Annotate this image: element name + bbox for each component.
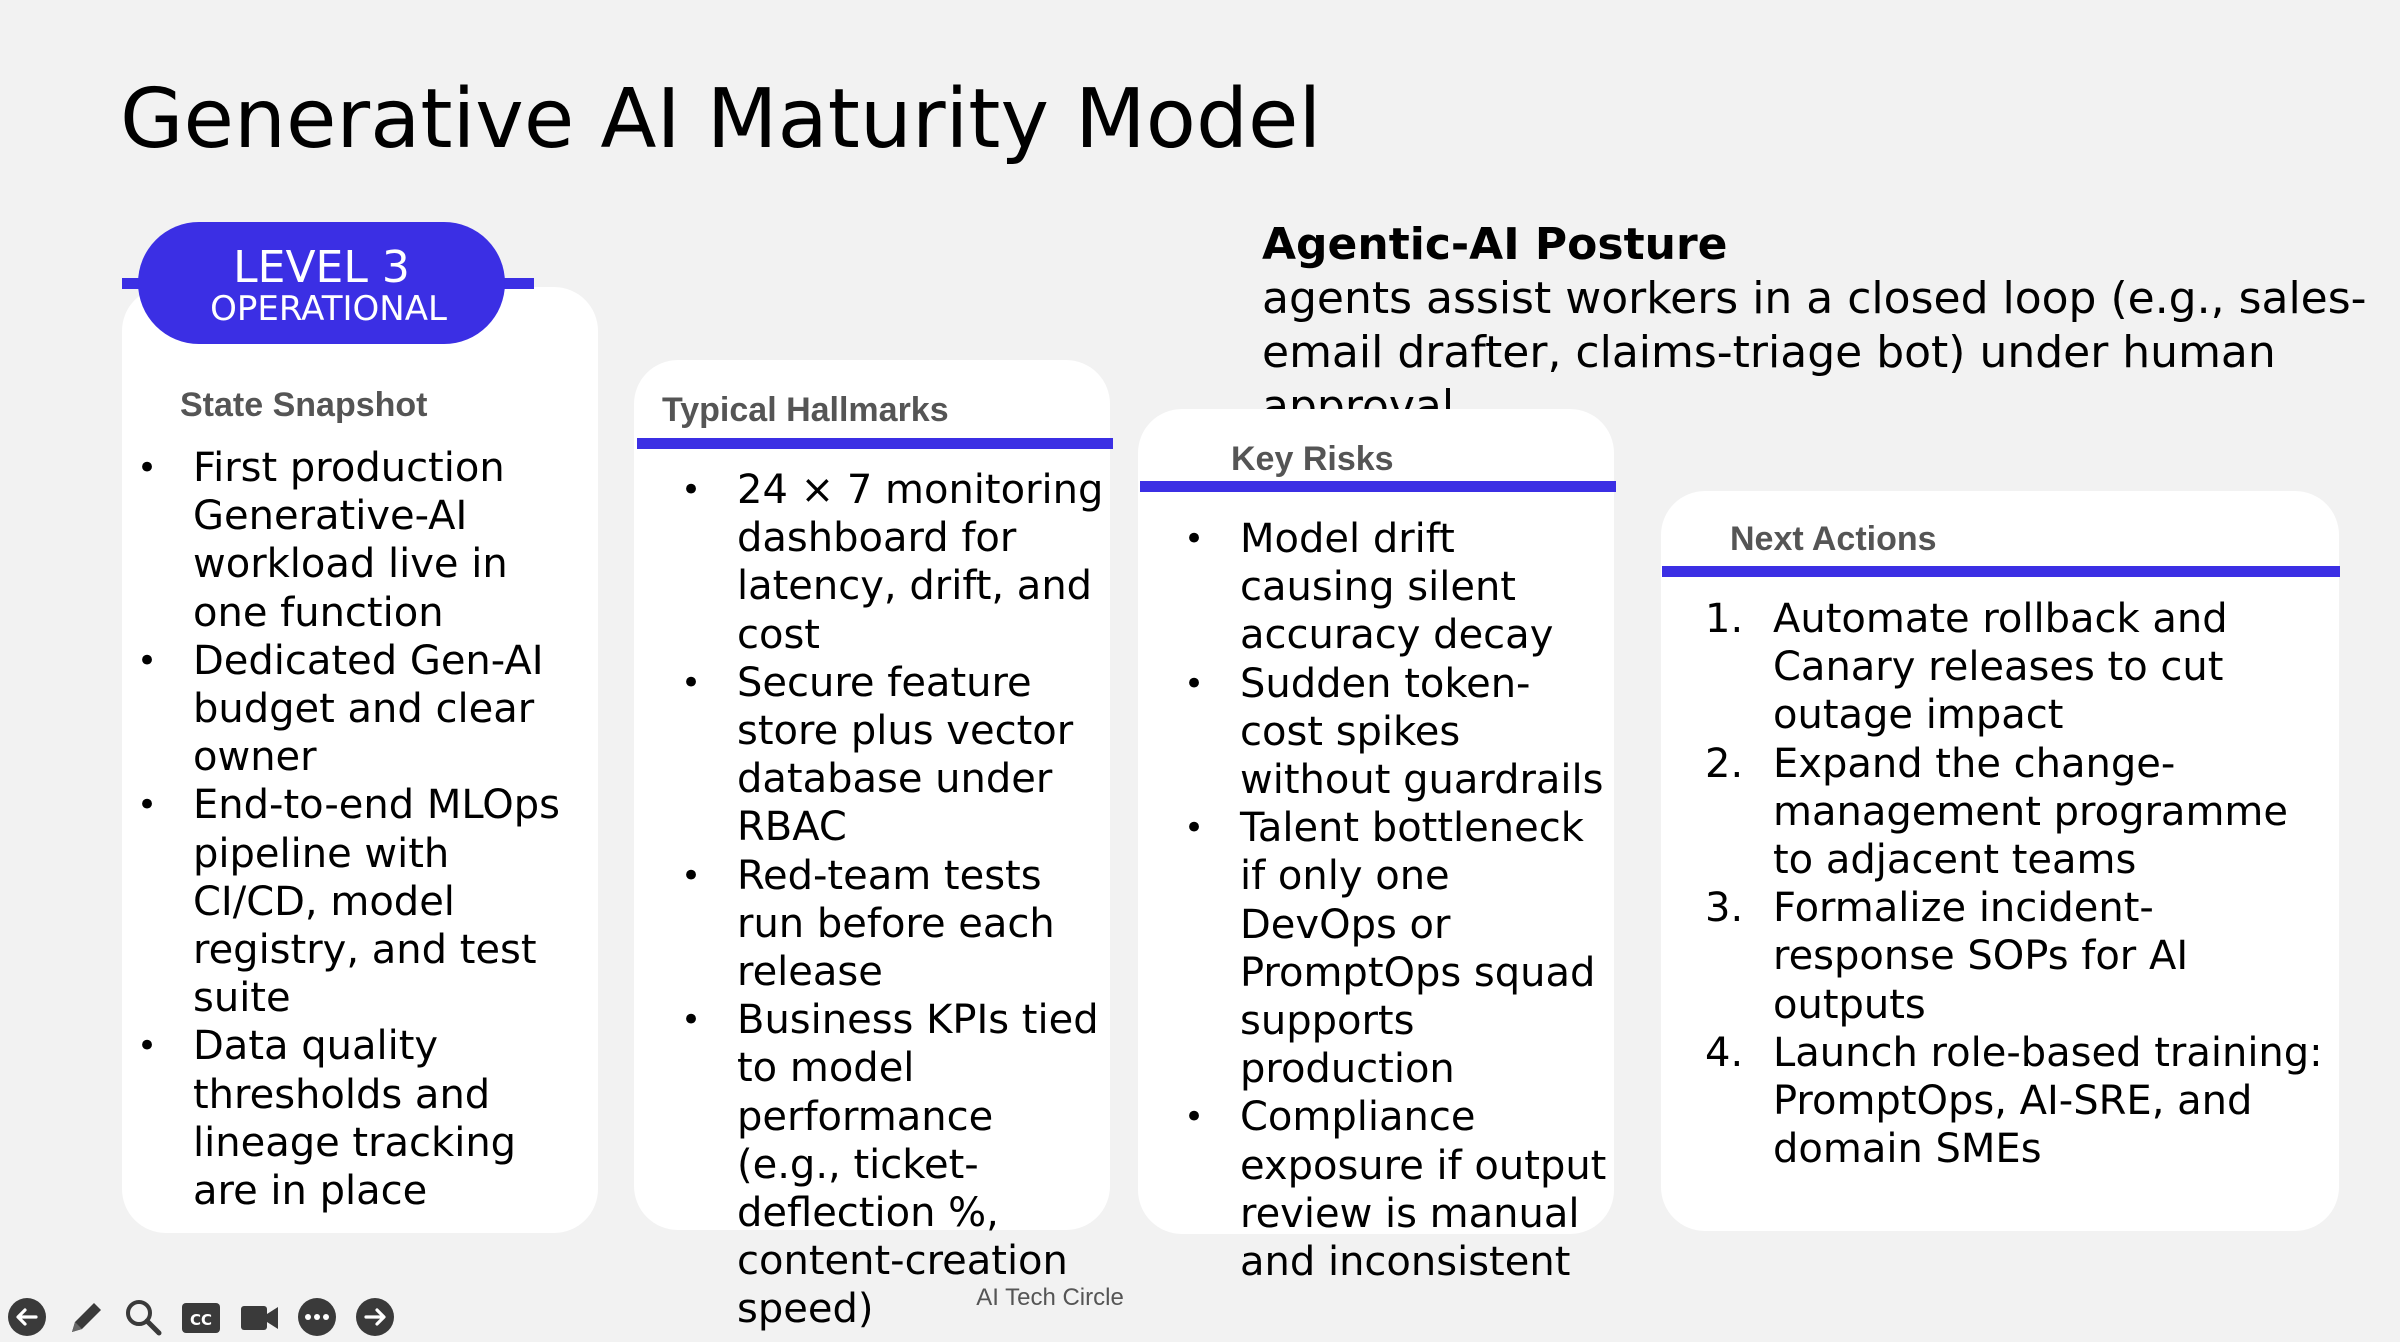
video-icon[interactable] bbox=[238, 1296, 280, 1338]
list-item: 3.Formalize incident-response SOPs for A… bbox=[1705, 885, 2189, 1028]
card-list: 1.Automate rollback and Canary releases … bbox=[1705, 595, 2333, 1173]
list-item: •Secure feature store plus vector databa… bbox=[681, 659, 1074, 851]
level-badge: LEVEL 3 OPERATIONAL bbox=[138, 222, 505, 344]
card-divider bbox=[637, 438, 1113, 449]
list-item: •24 × 7 monitoring dashboard for latency… bbox=[681, 467, 1104, 658]
list-item-text: End-to-end MLOps pipeline with CI/CD, mo… bbox=[193, 782, 560, 1022]
list-item-text: 24 × 7 monitoring dashboard for latency,… bbox=[737, 467, 1104, 658]
card-heading: Typical Hallmarks bbox=[662, 391, 949, 429]
svg-text:CC: CC bbox=[190, 1311, 212, 1329]
posture-block: Agentic-AI Posture agents assist workers… bbox=[1262, 218, 2382, 434]
slide-footer: AI Tech Circle bbox=[976, 1284, 1124, 1311]
list-item-text: Secure feature store plus vector databas… bbox=[737, 659, 1074, 851]
posture-text: agents assist workers in a closed loop (… bbox=[1262, 273, 2367, 432]
level-number: LEVEL 3 bbox=[233, 242, 410, 293]
list-item-text: Dedicated Gen-AI budget and clear owner bbox=[193, 637, 544, 781]
list-item-text: Formalize incident-response SOPs for AI … bbox=[1773, 885, 2189, 1028]
slide-title: Generative AI Maturity Model bbox=[120, 72, 1322, 167]
list-item-text: Talent bottleneck if only one DevOps or … bbox=[1240, 805, 1596, 1093]
list-item-text: Expand the change-management programme t… bbox=[1773, 740, 2288, 884]
list-item-text: Sudden token-cost spikes without guardra… bbox=[1240, 660, 1604, 804]
list-item: •Sudden token-cost spikes without guardr… bbox=[1184, 660, 1604, 804]
list-item: •End-to-end MLOps pipeline with CI/CD, m… bbox=[137, 782, 560, 1022]
zoom-icon[interactable] bbox=[122, 1296, 164, 1338]
list-item: •Red-team tests run before each release bbox=[681, 852, 1055, 996]
card-list: •First production Generative-AI workload… bbox=[137, 444, 573, 1215]
card-divider bbox=[1662, 566, 2340, 577]
list-item: •Compliance exposure if output review is… bbox=[1184, 1094, 1607, 1286]
list-item: 2.Expand the change-management programme… bbox=[1705, 740, 2288, 884]
list-item-text: Launch role-based training: PromptOps, A… bbox=[1773, 1029, 2323, 1173]
card-list: •Model drift causing silent accuracy dec… bbox=[1184, 515, 1612, 1286]
level-name: OPERATIONAL bbox=[210, 289, 447, 329]
card-key-risks bbox=[1138, 409, 1614, 1234]
list-item: •Talent bottleneck if only one DevOps or… bbox=[1184, 805, 1596, 1093]
forward-arrow-icon[interactable] bbox=[354, 1296, 396, 1338]
list-item: •Business KPIs tied to model performance… bbox=[681, 997, 1099, 1333]
list-item-text: Automate rollback and Canary releases to… bbox=[1773, 596, 2228, 739]
list-item: •Data quality thresholds and lineage tra… bbox=[137, 1023, 517, 1215]
more-icon[interactable] bbox=[296, 1296, 338, 1338]
card-heading: State Snapshot bbox=[180, 386, 428, 424]
card-list: •24 × 7 monitoring dashboard for latency… bbox=[681, 466, 1109, 1334]
posture-heading: Agentic-AI Posture bbox=[1262, 219, 1728, 270]
card-state-snapshot bbox=[122, 287, 598, 1233]
card-divider bbox=[1140, 481, 1616, 492]
captions-icon[interactable]: CC bbox=[180, 1296, 222, 1338]
list-item-text: Compliance exposure if output review is … bbox=[1240, 1094, 1607, 1286]
list-item-text: Red-team tests run before each release bbox=[737, 852, 1055, 996]
back-arrow-icon[interactable] bbox=[6, 1296, 48, 1338]
card-typical-hallmarks bbox=[634, 360, 1110, 1230]
list-item-text: First production Generative-AI workload … bbox=[193, 445, 508, 636]
list-item: •Dedicated Gen-AI budget and clear owner bbox=[137, 637, 544, 781]
list-item: 4.Launch role-based training: PromptOps,… bbox=[1705, 1029, 2323, 1173]
list-item: •Model drift causing silent accuracy dec… bbox=[1184, 516, 1554, 659]
list-item: •First production Generative-AI workload… bbox=[137, 445, 508, 636]
list-item-text: Data quality thresholds and lineage trac… bbox=[193, 1023, 517, 1215]
list-item-text: Model drift causing silent accuracy deca… bbox=[1240, 516, 1554, 659]
list-item: 1.Automate rollback and Canary releases … bbox=[1705, 596, 2228, 739]
card-heading: Next Actions bbox=[1730, 520, 1937, 558]
card-next-actions bbox=[1661, 491, 2339, 1231]
card-heading: Key Risks bbox=[1231, 440, 1394, 478]
pen-icon[interactable] bbox=[64, 1296, 106, 1338]
list-item-text: Business KPIs tied to model performance … bbox=[737, 997, 1099, 1333]
